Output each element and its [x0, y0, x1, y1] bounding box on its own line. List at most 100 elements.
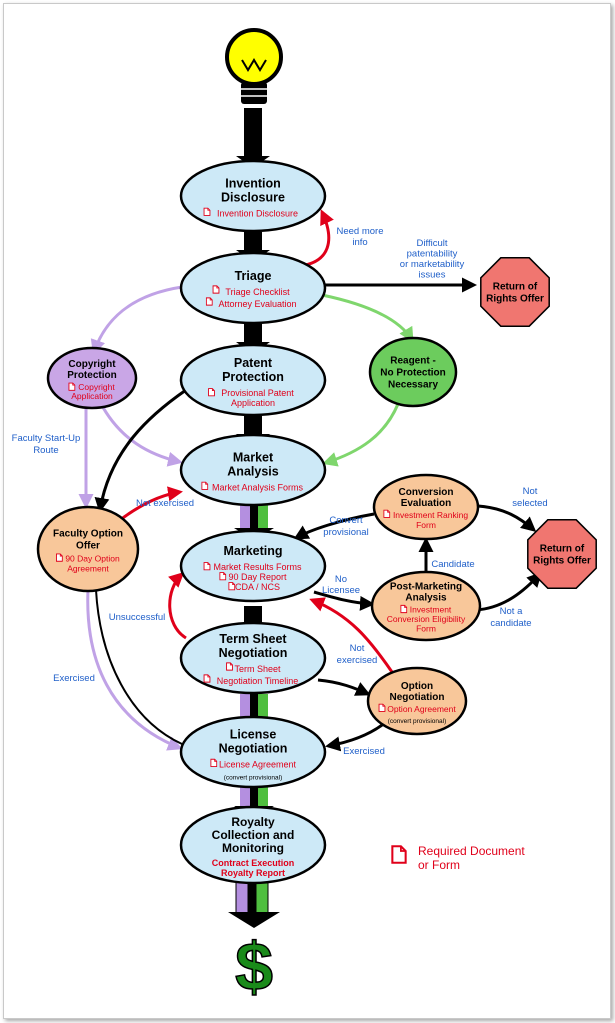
node-document-label[interactable]: Agreement — [67, 564, 109, 574]
node-shape — [179, 805, 327, 885]
node-title-line: No Protection — [380, 368, 446, 379]
edge-label-unsuccessful: Unsuccessful — [109, 612, 166, 623]
node-document-label[interactable]: Option Agreement — [387, 704, 456, 714]
node-title-line: Collection and — [212, 828, 295, 842]
document-icon — [400, 604, 408, 614]
node-title-line: Protection — [222, 370, 284, 384]
node-document-label[interactable]: 90 Day Report — [228, 572, 287, 582]
node-document-label[interactable]: Royalty Report — [221, 868, 285, 878]
node-document-label[interactable]: 90 Day Option — [65, 554, 120, 564]
node-shape — [179, 251, 327, 325]
node-shape — [368, 336, 458, 408]
node-title-line: Return of — [540, 544, 585, 555]
stop-sign-shape — [480, 257, 550, 327]
node-document-label[interactable]: Investment — [410, 605, 452, 615]
dollar-icon: $ — [235, 929, 273, 1005]
legend-label-line2: or Form — [418, 858, 460, 872]
node-document-label[interactable]: Copyright — [78, 382, 115, 392]
edge-label-exercised-2: Exercised — [343, 746, 385, 757]
node-document-label[interactable]: Triage Checklist — [225, 287, 290, 297]
node-title-line: Return of — [493, 282, 538, 293]
node-title-line: Copyright — [68, 359, 116, 370]
edge-label-exercised-1: Exercised — [53, 673, 95, 684]
node-title-line: Necessary — [388, 380, 438, 391]
node-title-line: Rights Offer — [533, 556, 591, 567]
node-document-label[interactable]: Form — [416, 624, 436, 634]
edge-label-need-more-info: Need more — [337, 226, 384, 237]
node-document-label[interactable]: Term Sheet — [234, 664, 281, 674]
edge-label-no-licensee: Licensee — [322, 585, 360, 596]
document-icon — [203, 674, 211, 683]
node-title-line: Conversion — [398, 487, 453, 498]
node-shape — [370, 570, 482, 642]
edge-label-not-a-candidate: Not a — [500, 606, 523, 617]
node-document-label[interactable]: License Agreement — [219, 760, 297, 770]
node-note: (convert provisional) — [388, 718, 447, 725]
document-icon — [212, 285, 220, 294]
node-document-label[interactable]: Conversion Eligibility — [387, 614, 466, 624]
lightbulb-icon — [225, 28, 283, 104]
node-title-line: Negotiation — [390, 692, 445, 703]
edge-label-not-a-candidate: candidate — [490, 618, 531, 629]
node-shape — [179, 343, 327, 417]
node-shape — [36, 505, 140, 593]
node-document-label[interactable]: Market Analysis Forms — [212, 483, 304, 493]
stop-sign-shape — [527, 519, 597, 589]
edge-label-faculty-startup: Route — [33, 445, 58, 456]
edge-label-not-selected: selected — [512, 498, 547, 509]
node-document-label[interactable]: Market Results Forms — [213, 562, 302, 572]
edge-label-convert-provisional: Convert — [329, 515, 363, 526]
node-shape — [179, 529, 327, 603]
node-document-label[interactable]: Negotiation Timeline — [217, 676, 299, 686]
node-title-line: Royalty — [231, 815, 275, 829]
node-title-line: Analysis — [405, 593, 447, 604]
document-icon — [391, 845, 407, 864]
document-icon — [219, 572, 227, 581]
edge-label-difficult: patentability — [407, 249, 458, 260]
node-document-label[interactable]: Attorney Evaluation — [218, 299, 296, 309]
node-title-line: Faculty Option — [53, 529, 123, 540]
edge-label-faculty-startup: Faculty Start-Up — [12, 433, 81, 444]
node-document-label[interactable]: Form — [416, 520, 436, 530]
node-document-label[interactable]: Provisional Patent — [221, 388, 294, 398]
document-icon — [210, 758, 218, 768]
node-title-line: Post-Marketing — [390, 582, 462, 593]
node-shape — [372, 473, 480, 541]
node-title-line: Option — [401, 681, 433, 692]
node-document-label[interactable]: Application — [231, 398, 275, 408]
node-document-label[interactable]: Invention Disclosure — [217, 209, 298, 219]
edge-label-not-exercised-1: Not exercised — [136, 498, 194, 509]
node-document-label[interactable]: CDA / NCS — [235, 582, 280, 592]
document-icon — [55, 553, 63, 562]
node-title-line: Invention — [225, 177, 281, 191]
node-shape — [179, 715, 327, 789]
node-document-label[interactable]: Investment Ranking — [393, 510, 468, 520]
edge-label-need-more-info: info — [352, 237, 367, 248]
node-note: (convert provisional) — [224, 775, 283, 782]
node-title-line: Negotiation — [219, 646, 288, 660]
node-document-label[interactable]: Application — [71, 391, 113, 401]
node-title-line: Term Sheet — [219, 632, 287, 646]
node-shape — [179, 159, 327, 233]
node-document-label[interactable]: Contract Execution — [212, 858, 295, 868]
node-title-line: Offer — [76, 541, 100, 552]
node-post-marketing-analysis[interactable]: Post-MarketingAnalysisInvestmentConversi… — [370, 570, 482, 642]
document-icon — [226, 662, 233, 671]
